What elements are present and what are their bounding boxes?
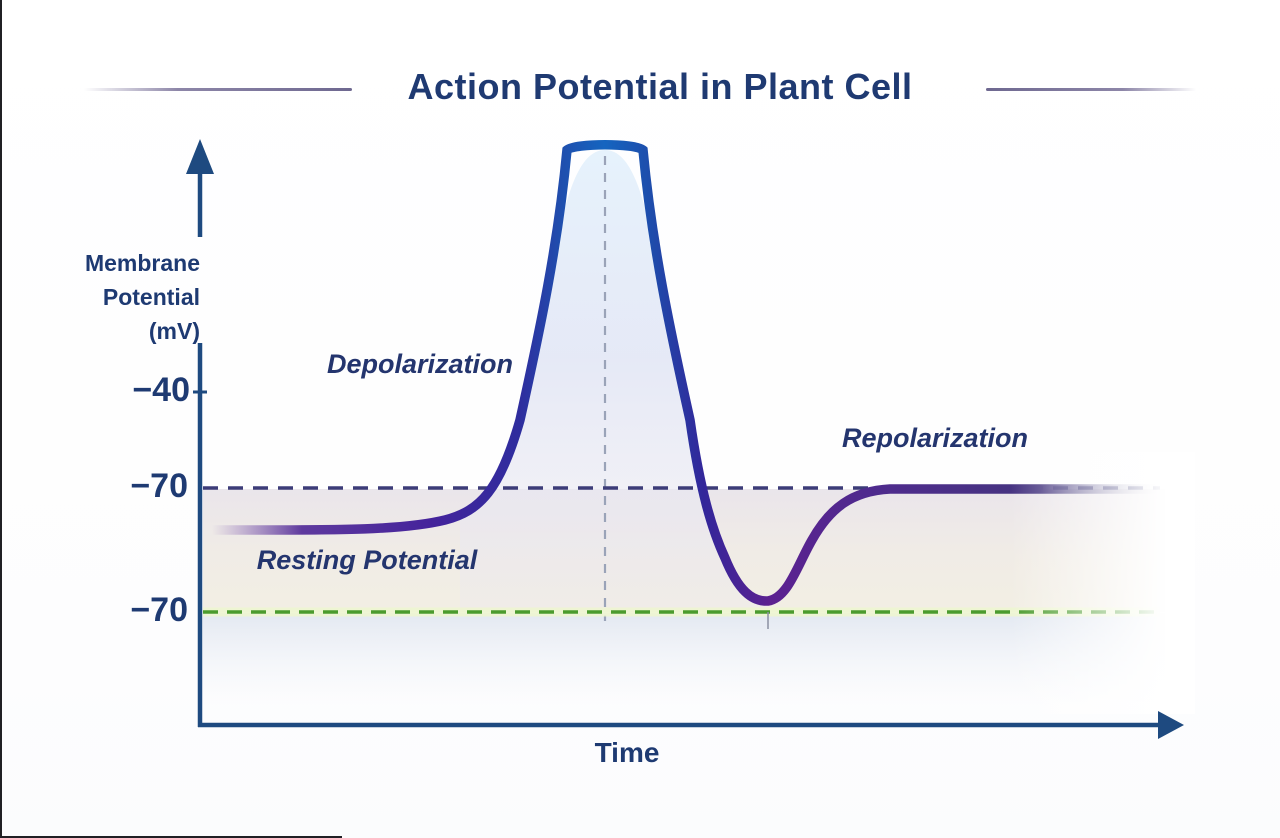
y-axis-arrowhead <box>186 139 214 174</box>
title-rule-left <box>84 88 352 91</box>
y-axis-label-line1: Membrane <box>84 250 200 276</box>
below-band-tint <box>203 613 1165 705</box>
annotation-resting-potential: Resting Potential <box>256 545 478 575</box>
window-left-edge <box>0 0 2 838</box>
x-axis-label: Time <box>594 737 660 768</box>
y-axis-label: Membrane Potential (mV) <box>30 246 200 348</box>
y-tick-label-minus70-upper: −70 <box>130 467 188 505</box>
x-axis-arrowhead <box>1158 711 1184 739</box>
annotation-depolarization: Depolarization <box>326 349 514 379</box>
window-bottom-edge <box>0 836 342 838</box>
membrane-potential-curve <box>207 140 1163 606</box>
y-axis-label-line2: Potential <box>102 284 200 310</box>
y-axis-label-line3: (mV) <box>148 318 200 344</box>
right-fade-overlay <box>1010 452 1195 714</box>
page-title: Action Potential in Plant Cell <box>407 66 913 107</box>
y-tick-label-minus70-lower: −70 <box>130 591 188 629</box>
spike-fill <box>460 150 768 610</box>
title-rule-right <box>986 88 1196 91</box>
y-tick-label-minus40: −40 <box>132 371 190 409</box>
annotation-repolarization: Repolarization <box>841 423 1029 453</box>
